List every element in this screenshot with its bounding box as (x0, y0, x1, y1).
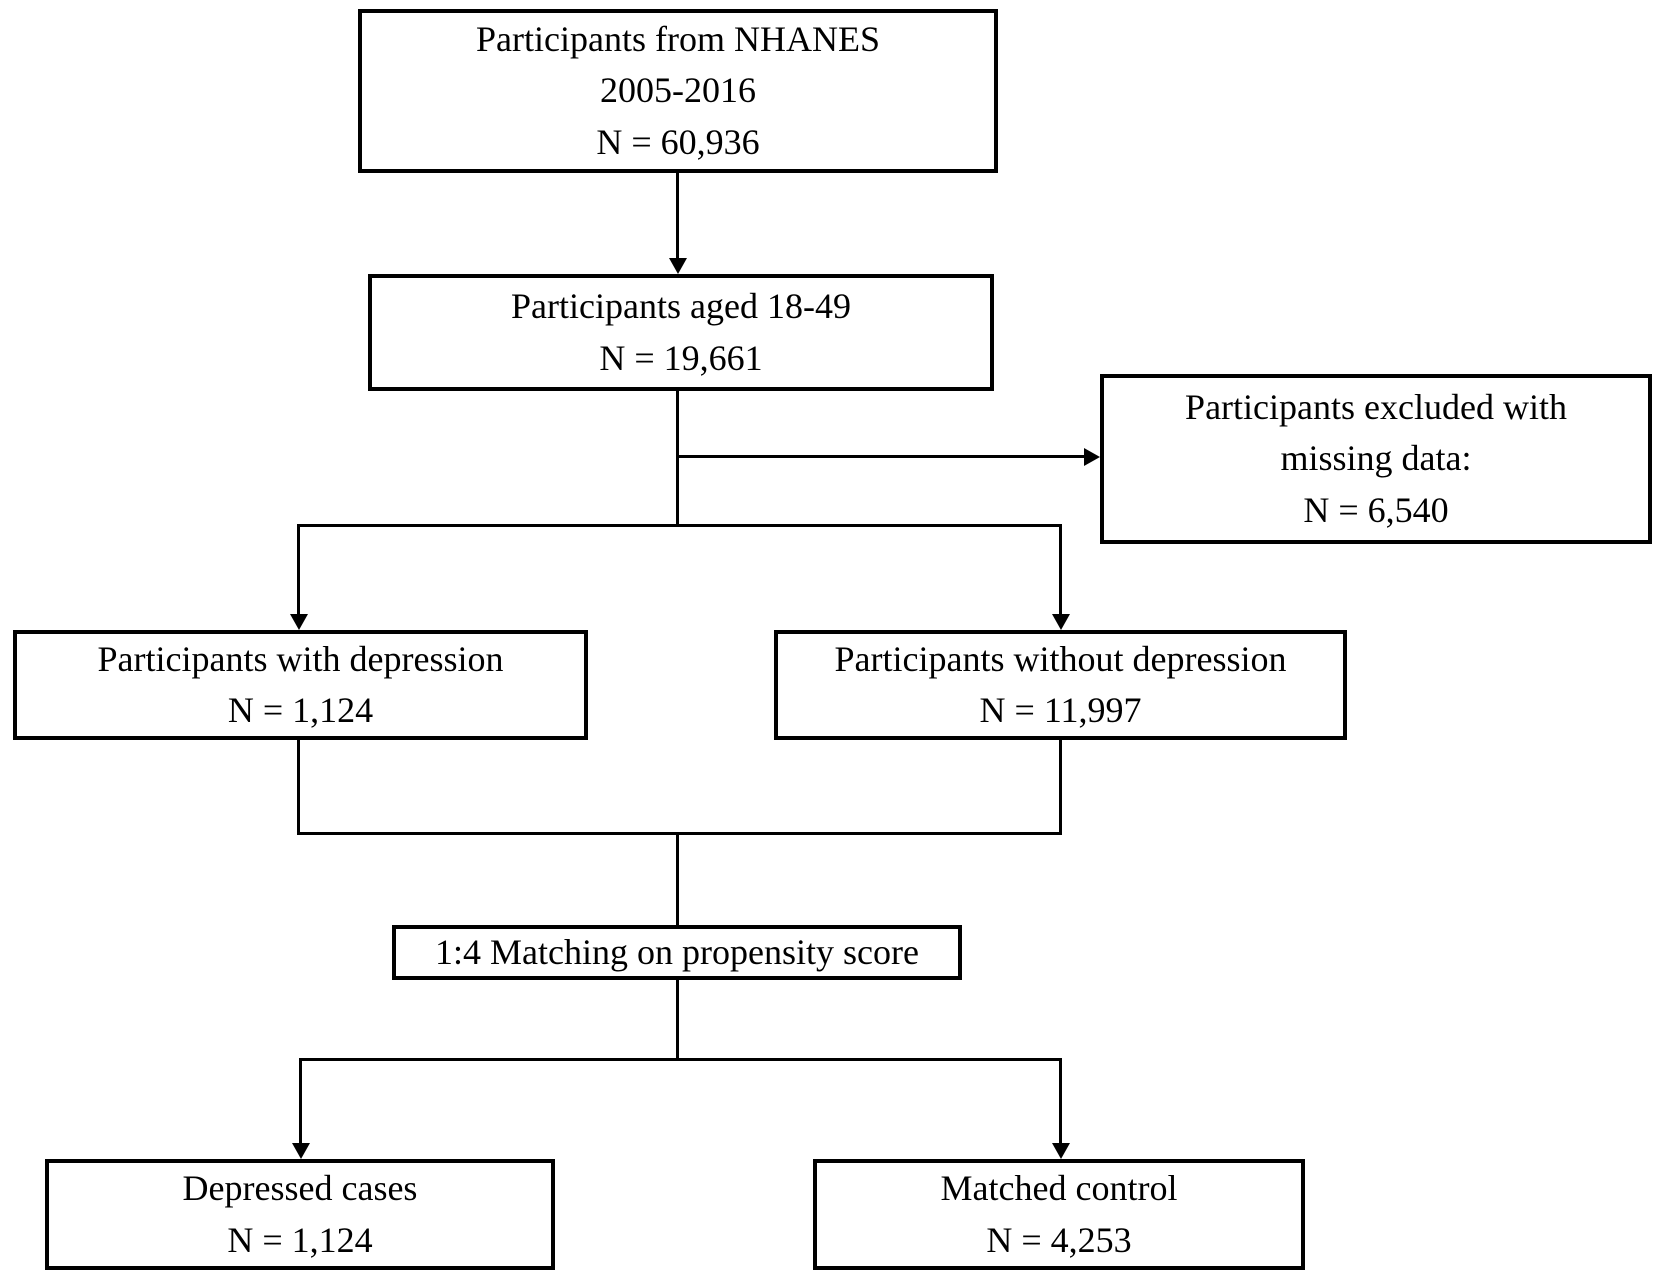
connector-excluded-line (677, 455, 1086, 458)
connector-final-bar-line (299, 1058, 1062, 1061)
box-aged-line2: N = 19,661 (599, 337, 763, 378)
box-without-depression: Participants without depression N = 11,9… (774, 630, 1347, 740)
box-with-depression-line1: Participants with depression (97, 638, 504, 679)
box-aged-18-49: Participants aged 18-49 N = 19,661 (368, 274, 994, 391)
connector-merge-right-line (1059, 740, 1062, 834)
box-with-depression: Participants with depression N = 1,124 (13, 630, 588, 740)
box-depressed-cases-line2: N = 1,124 (227, 1219, 373, 1260)
box-matched-control-line2: N = 4,253 (986, 1219, 1132, 1260)
box-depressed-cases-line1: Depressed cases (182, 1168, 418, 1209)
box-nhanes-source-line1: Participants from NHANES (476, 19, 880, 60)
connector-merge-bar-line (297, 832, 1062, 835)
box-matching-line1: 1:4 Matching on propensity score (435, 931, 919, 972)
box-without-depression-line1: Participants without depression (834, 638, 1287, 679)
arrowhead-down-icon (1052, 614, 1070, 630)
box-excluded-line1: Participants excluded with (1185, 387, 1567, 428)
box-aged-line1: Participants aged 18-49 (511, 286, 851, 327)
box-nhanes-source-line2: 2005-2016 (600, 70, 756, 111)
box-matching: 1:4 Matching on propensity score (392, 925, 962, 980)
connector-split-bar-line (297, 524, 1062, 527)
box-excluded: Participants excluded with missing data:… (1100, 374, 1652, 544)
connector-split-left-line (297, 524, 300, 616)
box-matched-control-line1: Matched control (940, 1168, 1178, 1209)
arrowhead-down-icon (292, 1143, 310, 1159)
arrowhead-down-icon (669, 258, 687, 274)
connector-nhanes-to-aged-line (676, 173, 679, 260)
connector-merge-stem-line (676, 832, 679, 925)
box-matched-control: Matched control N = 4,253 (813, 1159, 1305, 1270)
connector-final-right-line (1059, 1058, 1062, 1145)
box-with-depression-line2: N = 1,124 (227, 690, 374, 730)
connector-aged-stem-line (676, 391, 679, 526)
connector-matching-stem-line (676, 980, 679, 1060)
box-without-depression-line2: N = 11,997 (979, 690, 1142, 730)
box-depressed-cases: Depressed cases N = 1,124 (45, 1159, 555, 1270)
arrowhead-right-icon (1084, 448, 1100, 466)
connector-split-right-line (1059, 524, 1062, 616)
connector-final-left-line (299, 1058, 302, 1145)
connector-merge-left-line (297, 740, 300, 834)
box-excluded-line3: N = 6,540 (1303, 489, 1449, 530)
arrowhead-down-icon (290, 614, 308, 630)
arrowhead-down-icon (1052, 1143, 1070, 1159)
box-nhanes-source-line3: N = 60,936 (596, 121, 760, 162)
box-nhanes-source: Participants from NHANES 2005-2016 N = 6… (358, 9, 998, 173)
box-excluded-line2: missing data: (1280, 438, 1472, 479)
